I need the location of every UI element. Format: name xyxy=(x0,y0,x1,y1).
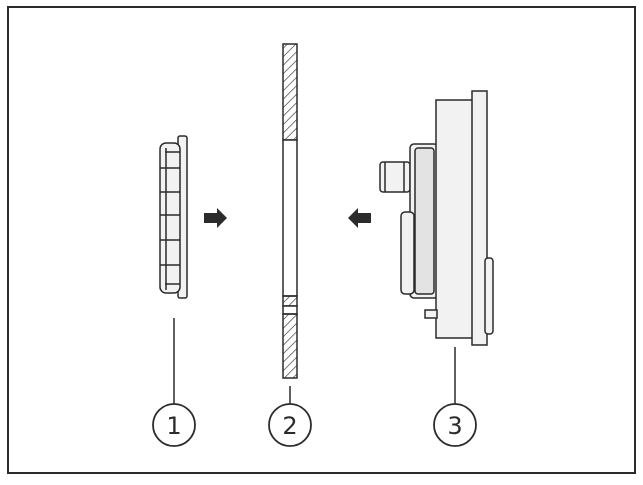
part-1-grommet xyxy=(159,135,188,299)
arrow-right-icon xyxy=(204,208,227,228)
callout-2: 2 xyxy=(268,403,312,447)
callout-3-label: 3 xyxy=(447,412,462,440)
callout-1-label: 1 xyxy=(166,412,181,440)
part-3-device xyxy=(379,90,494,346)
figure-border xyxy=(7,6,636,474)
callout-3: 3 xyxy=(433,403,477,447)
callout-2-label: 2 xyxy=(282,412,297,440)
arrow-left-icon xyxy=(348,208,371,228)
part-2-panel xyxy=(282,43,298,379)
callout-1: 1 xyxy=(152,403,196,447)
